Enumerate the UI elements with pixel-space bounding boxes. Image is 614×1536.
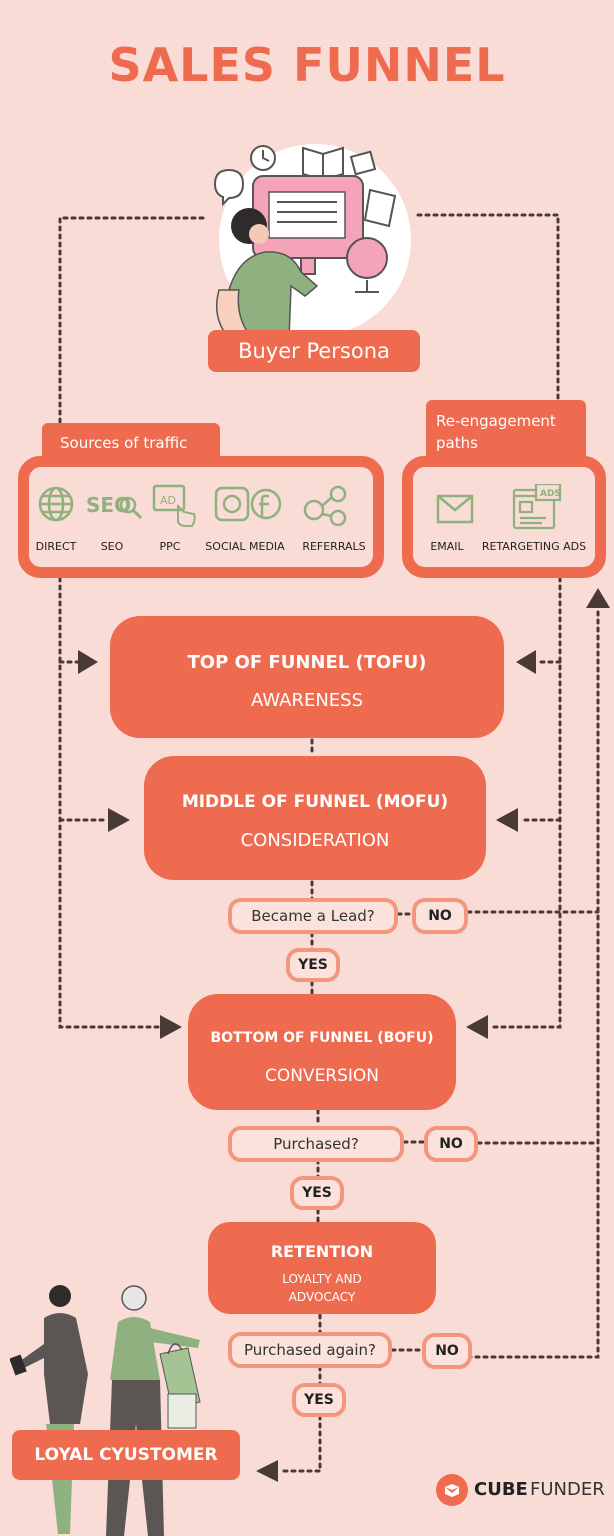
decision-again-yes: YES [292, 1383, 346, 1417]
stage-tofu-subtitle: AWARENESS [250, 690, 364, 711]
reengagement-tag-line1: Re-engagement [436, 412, 556, 430]
arrow-bofu-left [160, 1015, 182, 1039]
buyer-persona-illustration [213, 144, 411, 340]
email-icon [436, 494, 474, 524]
connector-sources-down [58, 576, 162, 1029]
reengage-retargeting-label: RETARGETING ADS [481, 540, 587, 553]
arrow-bofu-right [466, 1015, 488, 1039]
stage-bofu: BOTTOM OF FUNNEL (BOFU) CONVERSION [188, 994, 456, 1110]
decision-again-question: Purchased again? [228, 1332, 392, 1368]
source-seo-label: SEO [100, 540, 124, 553]
stage-tofu: TOP OF FUNNEL (TOFU) AWARENESS [110, 616, 504, 738]
decision-purchased-yes: YES [290, 1176, 344, 1210]
arrow-loop-up [586, 588, 610, 608]
document-icon [363, 188, 397, 228]
connector-yes-loyal [278, 1414, 322, 1473]
source-social-media-label: SOCIAL MEDIA [205, 540, 285, 553]
globe-icon [38, 486, 74, 522]
gift-icon [349, 150, 377, 176]
reengagement-tag-line2: paths [436, 434, 478, 452]
social-media-icon [214, 486, 282, 522]
stage-mofu-subtitle: CONSIDERATION [240, 830, 390, 851]
reengagement-tag: Re-engagement paths [426, 400, 586, 462]
stage-retention-title: RETENTION [270, 1242, 374, 1261]
sources-panel [18, 456, 384, 578]
source-referrals-label: REFERRALS [302, 540, 366, 553]
brand-logo: CUBE FUNDER [436, 1474, 606, 1506]
shopping-bag-icon [159, 1347, 201, 1409]
arrow-mofu-right [496, 808, 518, 832]
seo-icon-text: SEO [86, 493, 131, 517]
reengagement-panel [402, 456, 606, 578]
connector-persona-right [416, 213, 560, 407]
stage-tofu-title: TOP OF FUNNEL (TOFU) [187, 652, 427, 673]
stage-retention-subtitle-line1: LOYALTY AND [282, 1272, 362, 1286]
retargeting-ads-icon-text: ADS [540, 489, 561, 499]
loyal-customer-label: LOYAL CYUSTOMER [12, 1430, 240, 1480]
stage-retention: RETENTION LOYALTY AND ADVOCACY [208, 1222, 436, 1314]
source-ppc-label: PPC [159, 540, 181, 553]
decision-lead-no: NO [412, 898, 468, 934]
page-title: SALES FUNNEL [108, 38, 506, 92]
brand-name-light: FUNDER [530, 1479, 605, 1500]
cubefunder-logo-icon [436, 1474, 468, 1506]
connector-no-loop [466, 610, 600, 1359]
decision-again-no: NO [422, 1333, 472, 1369]
stage-mofu-title: MIDDLE OF FUNNEL (MOFU) [181, 792, 449, 812]
stage-bofu-title: BOTTOM OF FUNNEL (BOFU) [210, 1030, 434, 1046]
decision-lead-question: Became a Lead? [228, 898, 398, 934]
buyer-persona-label: Buyer Persona [208, 330, 420, 372]
sources-tag: Sources of traffic [42, 423, 220, 461]
ppc-ad-icon-text: AD [160, 494, 176, 507]
chair [216, 289, 254, 340]
reengage-email-label: EMAIL [430, 540, 464, 553]
brand-name-bold: CUBE [474, 1479, 528, 1500]
arrow-tofu-right [516, 650, 536, 674]
source-direct-label: DIRECT [35, 540, 77, 553]
decision-lead-yes: YES [286, 948, 340, 982]
seo-icon: SEO [86, 493, 143, 520]
question-bubble-icon [213, 168, 245, 207]
connector-persona-left [58, 216, 207, 424]
arrow-tofu-left [78, 650, 98, 674]
stage-bofu-subtitle: CONVERSION [264, 1066, 380, 1086]
stage-retention-subtitle-line2: ADVOCACY [288, 1290, 356, 1304]
arrow-loyal [256, 1460, 278, 1482]
globe-icon [346, 237, 388, 279]
retargeting-ads-icon: ADS [512, 484, 562, 530]
connector-reengage-down [488, 576, 562, 1029]
ppc-ad-icon: AD [152, 484, 196, 527]
customers-illustration [10, 1285, 201, 1536]
arrow-mofu-left [108, 808, 130, 832]
decision-purchased-no: NO [424, 1126, 478, 1162]
stage-mofu: MIDDLE OF FUNNEL (MOFU) CONSIDERATION [144, 756, 486, 880]
decision-purchased-question: Purchased? [228, 1126, 404, 1162]
referrals-icon [303, 485, 347, 526]
